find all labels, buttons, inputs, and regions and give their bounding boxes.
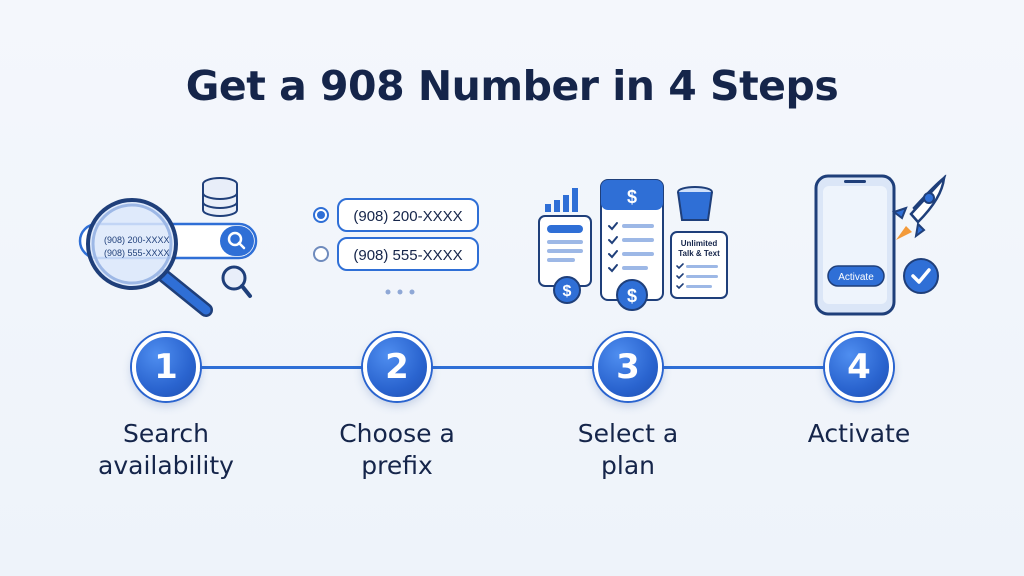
step-2-label-line2: prefix bbox=[361, 451, 433, 480]
prefix-option-1-text: (908) 200-XXXX bbox=[353, 208, 462, 225]
step-4-label-line1: Activate bbox=[807, 419, 911, 448]
dollar-symbol: $ bbox=[563, 283, 572, 300]
phone-icon bbox=[814, 174, 896, 316]
step-4-label: Activate bbox=[749, 418, 969, 450]
dollar-coin-icon: $ bbox=[616, 279, 648, 311]
checkmark-icon bbox=[903, 258, 939, 294]
plan-card-text-line1: Unlimited bbox=[681, 239, 718, 248]
prefix-option-selected[interactable]: (908) 200-XXXX bbox=[313, 198, 479, 232]
step-1-number: 1 bbox=[132, 333, 200, 401]
database-icon bbox=[202, 177, 238, 217]
plan-card-text-line2: Talk & Text bbox=[678, 249, 720, 258]
dollar-symbol: $ bbox=[627, 286, 637, 306]
search-result-2: (908) 555-XXXX bbox=[104, 248, 170, 258]
step-3-label: Select a plan bbox=[518, 418, 738, 482]
step-1-label-line1: Search bbox=[123, 419, 209, 448]
search-illustration: (908) 200-XXXX (908) 555-XXXX bbox=[52, 168, 282, 328]
step-2-number: 2 bbox=[363, 333, 431, 401]
prefix-illustration: (908) 200-XXXX (908) 555-XXXX bbox=[284, 168, 514, 328]
plan-card-unlimited: Unlimited Talk & Text bbox=[670, 231, 728, 299]
bucket-icon bbox=[677, 186, 713, 221]
plan-card-left bbox=[538, 215, 592, 287]
magnifier-icon bbox=[86, 198, 213, 317]
step-1-label: Search availability bbox=[56, 418, 276, 482]
search-button-icon bbox=[220, 226, 254, 256]
plan-illustration: $ $ $ Unlimited Talk & Text bbox=[515, 168, 745, 328]
prefix-option-2-text: (908) 555-XXXX bbox=[353, 247, 462, 264]
dollar-coin-icon: $ bbox=[553, 276, 581, 304]
step-3-label-line1: Select a bbox=[577, 419, 679, 448]
step-2-label-line1: Choose a bbox=[339, 419, 455, 448]
step-2-label: Choose a prefix bbox=[287, 418, 507, 482]
plan-card-featured: $ bbox=[600, 179, 664, 301]
dollar-symbol: $ bbox=[627, 187, 637, 207]
search-result-1: (908) 200-XXXX bbox=[104, 235, 170, 245]
step-3-number: 3 bbox=[594, 333, 662, 401]
step-1-label-line2: availability bbox=[98, 451, 234, 480]
timeline-connector bbox=[166, 366, 860, 369]
prefix-option[interactable]: (908) 555-XXXX bbox=[313, 237, 479, 271]
rocket-icon bbox=[891, 174, 947, 240]
page-title: Get a 908 Number in 4 Steps bbox=[185, 62, 839, 110]
bar-chart-icon bbox=[545, 188, 578, 212]
activate-illustration: Activate bbox=[746, 168, 976, 328]
activate-button-label: Activate bbox=[838, 272, 874, 283]
small-magnifier-icon bbox=[221, 265, 252, 298]
activate-button[interactable]: Activate bbox=[827, 265, 885, 287]
more-dots bbox=[385, 289, 415, 295]
step-4-number: 4 bbox=[825, 333, 893, 401]
step-3-label-line2: plan bbox=[601, 451, 655, 480]
